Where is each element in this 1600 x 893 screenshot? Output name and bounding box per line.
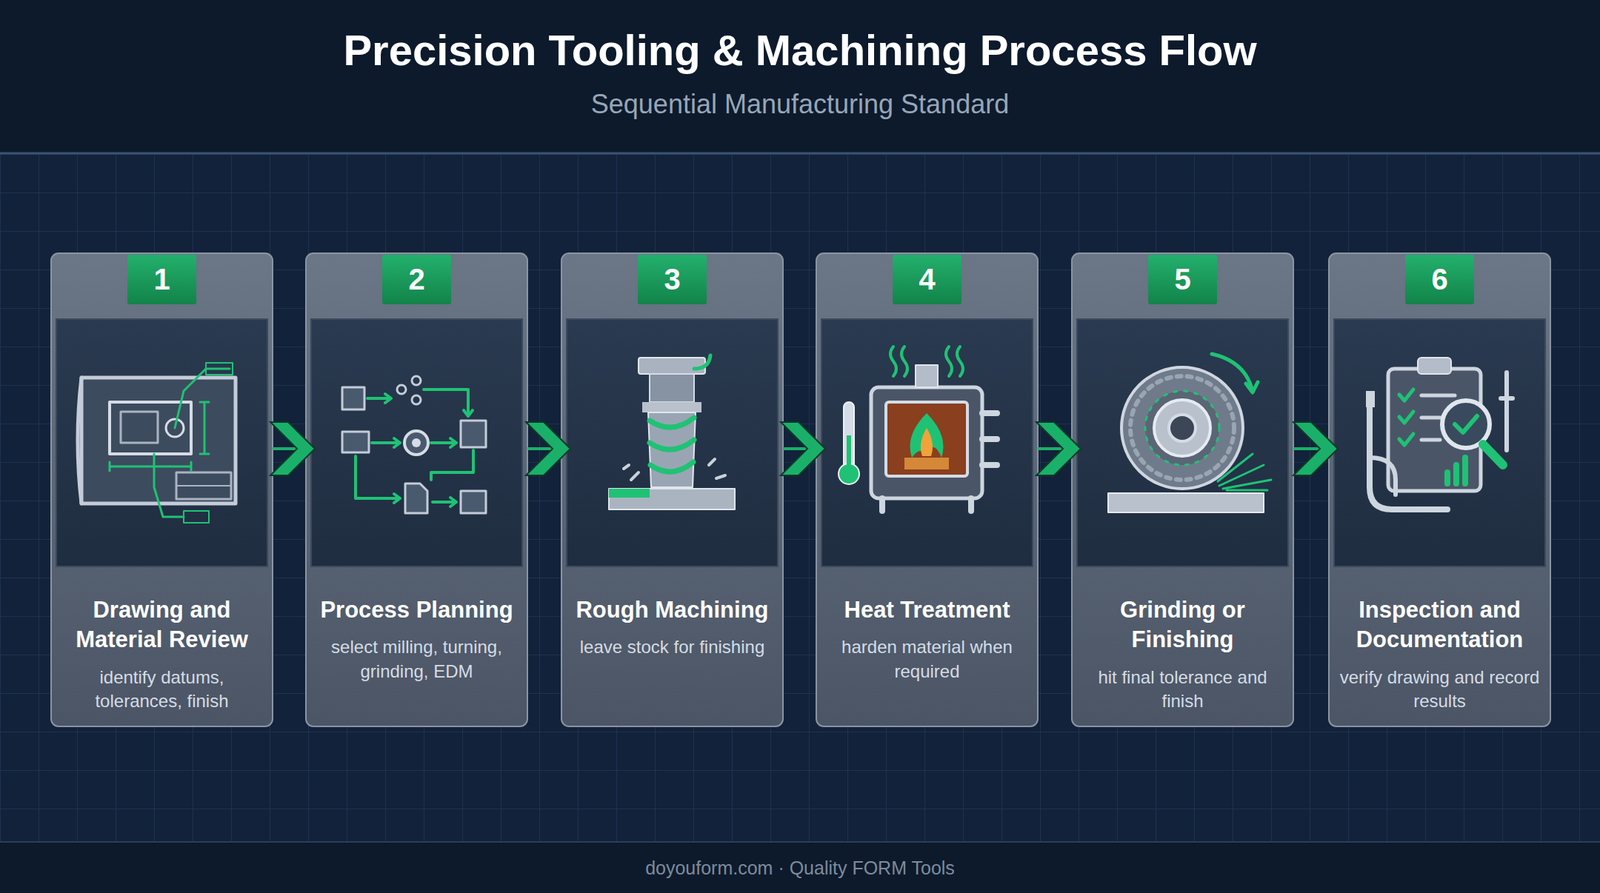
chevron-arrow [270, 422, 315, 476]
step-number: 1 [51, 254, 273, 305]
step-number: 3 [561, 254, 783, 305]
step-description: select milling, turning, grinding, EDM [313, 635, 520, 684]
subtitle: Sequential Manufacturing Standard [0, 88, 1600, 120]
step-text: Heat Treatment harden material when requi… [823, 595, 1031, 684]
grinding-wheel-icon [1108, 354, 1272, 513]
process-card: 2Process Planning select milling, turning… [305, 253, 528, 727]
process-card: 3Rough Machining leave stock for finishin… [561, 253, 783, 727]
chevron-arrow [1293, 422, 1338, 476]
step-title: Grinding or Finishing [1079, 595, 1286, 656]
end-mill-icon [608, 355, 735, 510]
inspection-icon [1365, 357, 1513, 510]
process-card: 1Drawing and Material Review identify dat… [51, 253, 273, 727]
diagram-title: Precision Tooling & Machining Process Fl… [0, 25, 1600, 75]
step-description: identify datums, tolerances, finish [58, 665, 266, 715]
step-title: Rough Machining [568, 595, 776, 626]
process-card: 4Heat Treatment harden material when requ… [816, 253, 1038, 727]
chevron-arrow [780, 422, 826, 476]
step-number: 6 [1328, 254, 1551, 305]
step-title: Inspection and Documentation [1336, 595, 1543, 656]
step-description: hit final tolerance and finish [1079, 665, 1286, 715]
step-description: verify drawing and record results [1336, 665, 1543, 715]
step-number: 2 [305, 254, 528, 305]
process-flow-icon [342, 376, 486, 514]
step-number: 5 [1071, 254, 1294, 305]
step-text: Drawing and Material Review identify datu… [58, 595, 266, 714]
step-text: Inspection and Documentation verify drawi… [1336, 595, 1543, 714]
step-description: leave stock for finishing [568, 635, 776, 660]
step-title: Heat Treatment [823, 595, 1031, 626]
step-text: Process Planning select milling, turning,… [313, 595, 520, 684]
step-title: Process Planning [313, 595, 520, 626]
step-text: Grinding or Finishing hit final tolerance… [1079, 595, 1286, 714]
step-description: harden material when required [823, 635, 1031, 684]
step-text: Rough Machining leave stock for finishing [568, 595, 776, 660]
step-title: Drawing and Material Review [58, 595, 266, 656]
chevron-arrow [525, 422, 571, 476]
footer-credit: doyouform.com · Quality FORM Tools [0, 857, 1600, 880]
blueprint-icon [77, 362, 236, 523]
furnace-icon [838, 346, 998, 512]
step-number: 4 [816, 254, 1038, 305]
process-card: 6Inspection and Documentation verify draw… [1328, 253, 1551, 727]
process-card: 5Grinding or Finishing hit final toleranc… [1071, 253, 1294, 727]
chevron-arrow [1036, 422, 1081, 476]
